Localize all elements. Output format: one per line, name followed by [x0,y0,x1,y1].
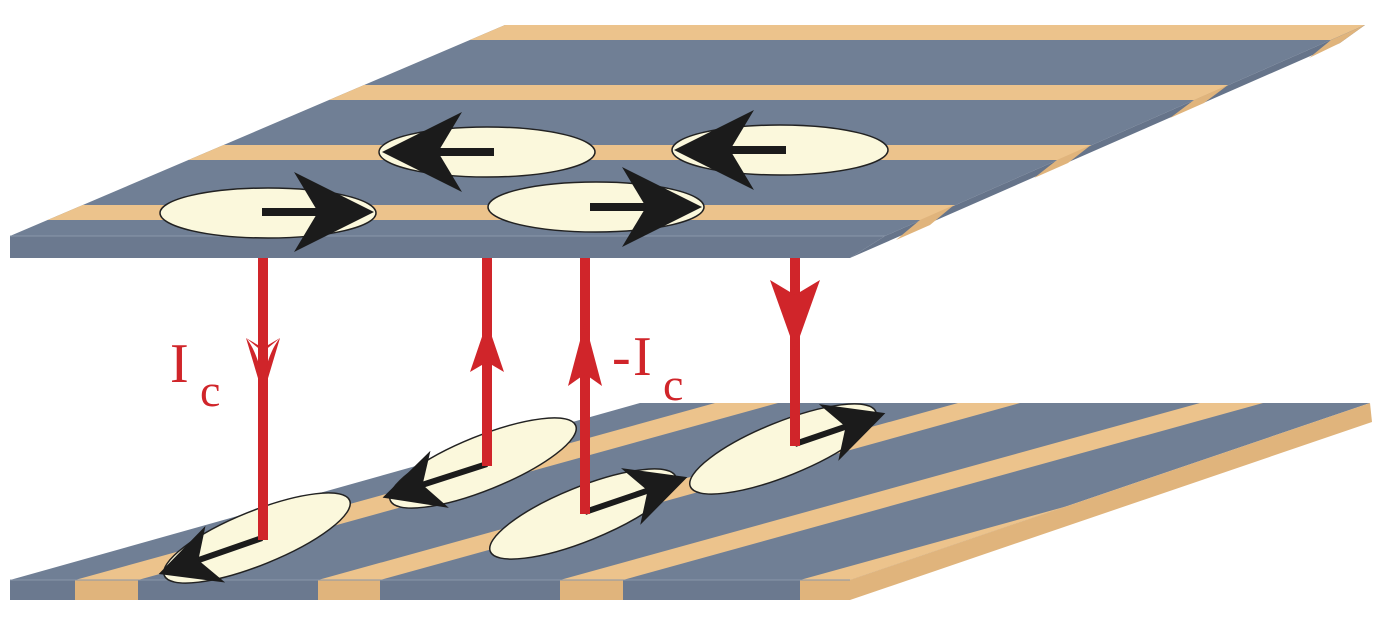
label-i: I [170,333,189,395]
label-i: I [633,326,652,388]
moment-arrow-up-right-icon [794,404,886,461]
currents [246,258,820,540]
top-domains [159,110,889,252]
top-plate-front-edge [10,236,885,258]
top-plate-right-edge-stripes [896,25,1365,240]
top-plate [10,25,1365,258]
top-domain-3 [487,167,705,247]
current-arrow-up-icon [470,258,504,466]
label-subscript-c: c [663,359,683,410]
label-minus: - [612,326,631,388]
top-domain-2 [378,112,596,192]
bottom-plate-front-edge-stripes [75,580,850,600]
bottom-plate-front-edge [10,580,850,600]
label-subscript-c: c [200,365,220,416]
top-plate-right-edge [850,25,1365,258]
top-domain-1 [159,172,377,252]
moment-arrow-down-left-icon [382,450,488,508]
bottom-domain-1 [158,492,352,584]
current-arrow-down-icon [246,258,280,540]
current-label-negative: - I c [612,326,683,410]
current-arrow-down-icon [770,258,820,446]
bottom-domain-4 [688,403,886,495]
moment-arrow-up-right-icon [584,468,688,525]
bottom-plate [10,403,1372,600]
bottom-plate-right-edge [850,403,1372,600]
top-domain-4 [671,110,889,190]
moment-arrow-down-left-icon [158,525,263,583]
current-arrow-up-icon [568,258,602,514]
current-label-positive: I c [170,333,220,416]
